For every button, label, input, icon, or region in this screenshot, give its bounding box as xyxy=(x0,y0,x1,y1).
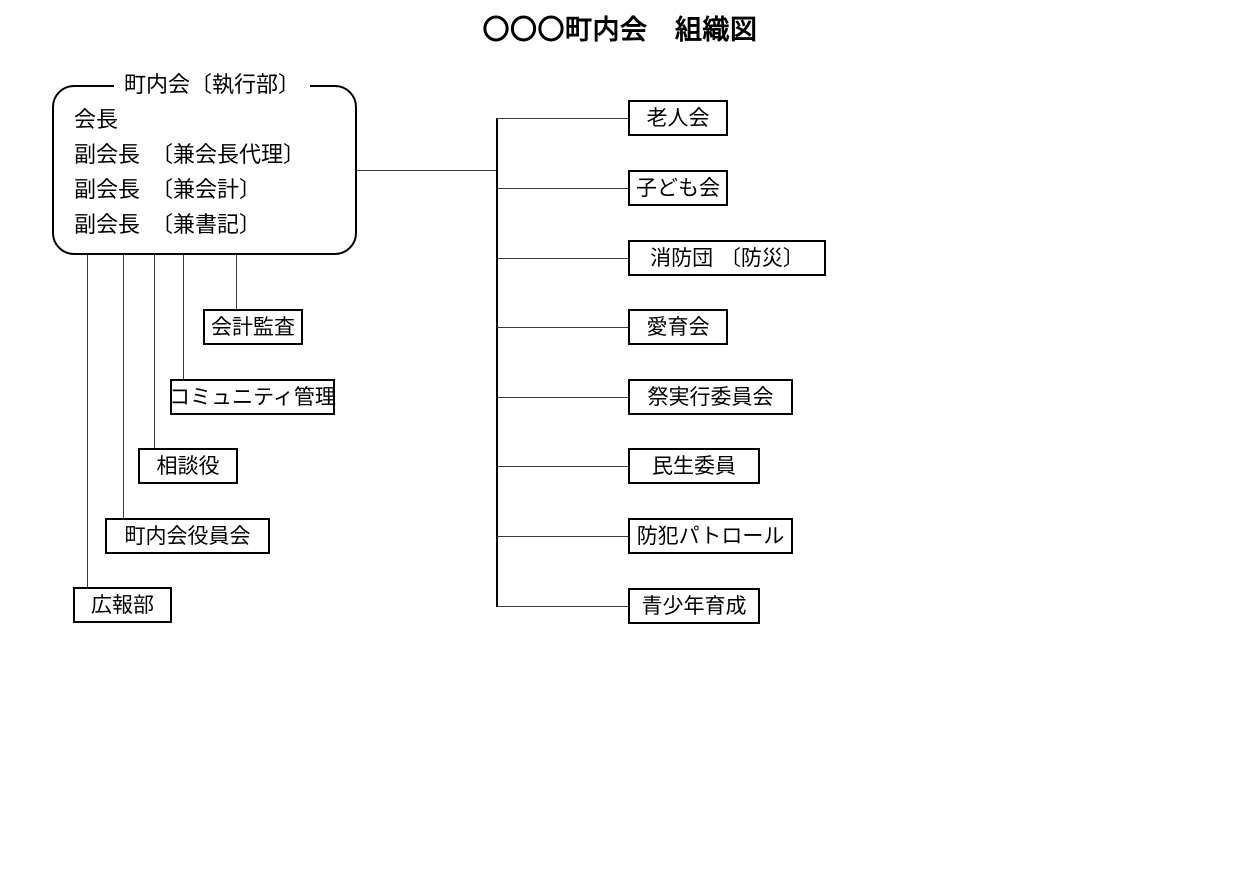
connector-branch-minsei xyxy=(497,466,628,467)
connector-trunk-right xyxy=(496,118,498,607)
connector-branch-bouhan xyxy=(497,536,628,537)
node-matsuri-jikkou-iinkai[interactable]: 祭実行委員会 xyxy=(628,379,793,415)
executive-member-row: 副会長 〔兼会長代理〕 xyxy=(74,143,306,168)
node-label: 防犯パトロール xyxy=(636,524,785,548)
executive-group-box: 町内会〔執行部〕 会長 副会長 〔兼会長代理〕 副会長 〔兼会計〕 副会長 〔兼… xyxy=(52,72,357,255)
node-shouboudan[interactable]: 消防団 〔防災〕 xyxy=(628,240,826,276)
node-label: 子ども会 xyxy=(636,176,720,200)
connector-branch-roujinkai xyxy=(497,118,628,119)
executive-member-row: 会長 xyxy=(74,108,119,133)
node-label: コミュニティ管理 xyxy=(169,385,336,409)
executive-member-row: 副会長 〔兼書記〕 xyxy=(74,213,262,238)
node-label: 相談役 xyxy=(156,454,220,478)
page-title: 〇〇〇町内会 組織図 xyxy=(482,15,758,46)
connector-line-yakuinkai xyxy=(123,255,124,518)
node-label: 会計監査 xyxy=(211,315,295,339)
node-seishounen-ikusei[interactable]: 青少年育成 xyxy=(628,588,760,624)
node-kouhoubu[interactable]: 広報部 xyxy=(73,587,172,623)
node-soudanyaku[interactable]: 相談役 xyxy=(138,448,238,484)
node-chonaikai-yakuinkai[interactable]: 町内会役員会 xyxy=(105,518,270,554)
node-roujinkai[interactable]: 老人会 xyxy=(628,100,728,136)
connector-line-soudanyaku xyxy=(154,255,155,448)
connector-branch-seishounen xyxy=(497,606,628,607)
node-label: 青少年育成 xyxy=(641,594,747,618)
connector-branch-matsuri xyxy=(497,397,628,398)
node-bouhan-patrol[interactable]: 防犯パトロール xyxy=(628,518,793,554)
connector-branch-kodomokai xyxy=(497,188,628,189)
node-kaikei-kansa[interactable]: 会計監査 xyxy=(203,309,303,345)
node-minsei-iin[interactable]: 民生委員 xyxy=(628,448,760,484)
node-kodomokai[interactable]: 子ども会 xyxy=(628,170,728,206)
connector-line-kaikeikansa xyxy=(236,255,237,309)
connector-line-community xyxy=(183,255,184,379)
connector-stem-right xyxy=(356,170,498,171)
executive-group-legend: 町内会〔執行部〕 xyxy=(114,72,311,100)
connector-branch-shouboudan xyxy=(497,258,628,259)
node-label: 広報部 xyxy=(91,593,154,617)
connector-line-kouhoubu xyxy=(87,255,88,587)
node-label: 町内会役員会 xyxy=(124,524,251,548)
node-label: 消防団 〔防災〕 xyxy=(650,246,804,270)
executive-member-row: 副会長 〔兼会計〕 xyxy=(74,178,262,203)
node-label: 老人会 xyxy=(646,106,710,130)
node-label: 民生委員 xyxy=(652,454,736,478)
executive-member-list: 会長 副会長 〔兼会長代理〕 副会長 〔兼会計〕 副会長 〔兼書記〕 xyxy=(74,103,354,243)
node-community-kanri[interactable]: コミュニティ管理 xyxy=(169,379,336,415)
node-label: 愛育会 xyxy=(646,315,710,339)
connector-branch-aiikukai xyxy=(497,327,628,328)
node-aiikukai[interactable]: 愛育会 xyxy=(628,309,728,345)
node-label: 祭実行委員会 xyxy=(647,385,774,409)
